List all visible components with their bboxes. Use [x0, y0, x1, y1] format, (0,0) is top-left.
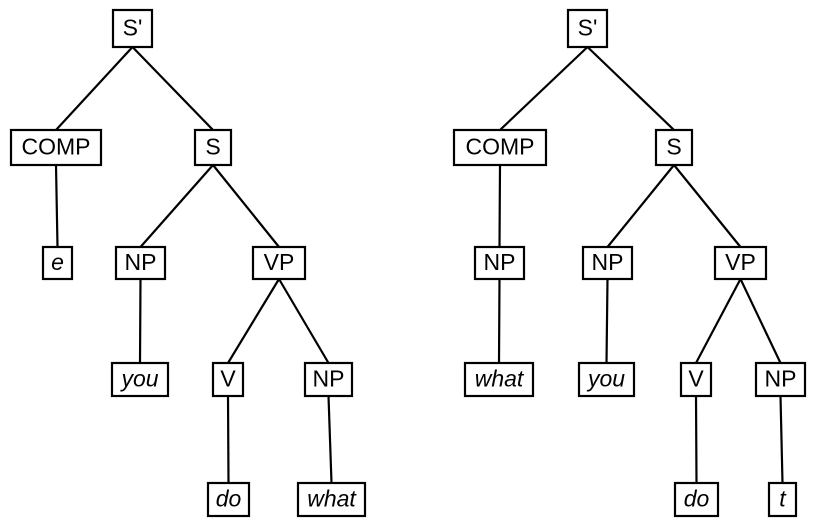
tree-edge-L-Sbar-to-L-S	[131, 46, 214, 131]
tree-edge-L-S-to-L-VP	[212, 164, 280, 248]
tree-node-L-COMP: COMP	[9, 128, 103, 167]
tree-node-L-VP: VP	[251, 245, 307, 281]
node-label-L-NP1: NP	[125, 249, 157, 275]
node-box-R-NP1	[581, 245, 634, 281]
tree-node-L-Sbar: S'	[111, 8, 154, 49]
node-label-L-Sbar: S'	[123, 15, 143, 41]
node-label-R-Sbar: S'	[578, 15, 598, 41]
tree-node-R-NP0: NP	[473, 245, 526, 281]
node-box-L-NP1	[114, 245, 167, 281]
node-box-L-e	[41, 245, 74, 281]
tree-edge-R-VP-to-R-V	[695, 278, 742, 364]
node-box-R-NP0	[473, 245, 526, 281]
node-label-R-t: t	[779, 486, 787, 512]
node-box-L-you	[110, 361, 170, 398]
node-label-L-COMP: COMP	[22, 134, 91, 160]
tree-node-R-NP1: NP	[581, 245, 634, 281]
node-label-R-NP1: NP	[592, 249, 624, 275]
tree-node-R-NP2: NP	[754, 361, 807, 398]
tree-node-L-e: e	[41, 245, 74, 281]
node-label-R-do: do	[684, 486, 710, 512]
node-label-L-do: do	[216, 486, 242, 512]
tree-node-R-what: what	[463, 361, 535, 398]
tree-node-R-you: you	[577, 361, 636, 398]
node-box-R-what	[463, 361, 535, 398]
node-box-L-what	[296, 481, 367, 518]
node-box-L-COMP	[9, 128, 103, 167]
node-label-R-V: V	[688, 366, 704, 392]
tree-edge-R-NP0-to-R-what	[497, 278, 501, 364]
tree-edge-L-S-to-L-NP1	[139, 164, 214, 248]
node-label-L-NP2: NP	[313, 366, 345, 392]
tree-node-R-Sbar: S'	[566, 8, 609, 49]
node-box-R-V	[679, 361, 713, 398]
node-label-R-COMP: COMP	[466, 134, 535, 160]
node-label-R-S: S	[666, 134, 681, 160]
tree-edge-R-Sbar-to-R-S	[586, 46, 675, 131]
node-label-L-V: V	[220, 366, 236, 392]
node-label-R-NP2: NP	[765, 366, 797, 392]
tree-node-R-do: do	[673, 481, 720, 518]
node-box-R-VP	[713, 245, 768, 281]
tree-node-L-what: what	[296, 481, 367, 518]
node-box-L-NP2	[303, 361, 354, 398]
node-label-L-e: e	[51, 249, 64, 275]
node-box-R-you	[577, 361, 636, 398]
tree-node-L-NP2: NP	[303, 361, 354, 398]
tree-edge-L-V-to-L-do	[226, 395, 230, 484]
node-label-R-NP0: NP	[484, 249, 516, 275]
edges-group	[54, 46, 784, 484]
tree-edge-R-Sbar-to-R-COMP	[499, 46, 589, 131]
tree-edge-L-VP-to-L-V	[227, 278, 280, 364]
node-box-R-S	[654, 128, 694, 167]
tree-edge-R-COMP-to-R-NP0	[498, 164, 502, 248]
tree-edge-R-V-to-R-do	[694, 395, 698, 484]
node-label-L-what: what	[307, 486, 357, 512]
node-box-R-COMP	[452, 128, 548, 167]
tree-edge-R-VP-to-R-NP2	[739, 278, 782, 364]
node-box-L-S	[193, 128, 233, 167]
tree-node-R-VP: VP	[713, 245, 768, 281]
tree-edge-L-Sbar-to-L-COMP	[55, 46, 134, 131]
tree-edge-L-VP-to-L-NP2	[278, 278, 330, 364]
node-box-R-NP2	[754, 361, 807, 398]
node-label-R-what: what	[475, 366, 525, 392]
tree-edge-L-COMP-to-L-e	[54, 164, 59, 248]
tree-node-R-t: t	[767, 481, 798, 518]
tree-node-L-NP1: NP	[114, 245, 167, 281]
tree-node-L-do: do	[206, 481, 251, 518]
tree-edge-R-NP2-to-R-t	[779, 395, 784, 484]
node-label-L-VP: VP	[264, 249, 295, 275]
tree-node-R-V: V	[679, 361, 713, 398]
node-box-L-do	[206, 481, 251, 518]
tree-node-L-you: you	[110, 361, 170, 398]
tree-edge-R-NP1-to-R-you	[605, 278, 609, 364]
node-label-L-S: S	[205, 134, 220, 160]
node-label-L-you: you	[119, 366, 158, 392]
tree-edge-R-S-to-R-VP	[673, 164, 742, 248]
tree-node-L-V: V	[211, 361, 245, 398]
node-box-R-do	[673, 481, 720, 518]
tree-edge-R-S-to-R-NP1	[606, 164, 675, 248]
tree-node-L-S: S	[193, 128, 233, 167]
tree-edge-L-NP1-to-L-you	[138, 278, 142, 364]
node-box-L-V	[211, 361, 245, 398]
tree-edge-L-NP2-to-L-what	[327, 395, 333, 484]
tree-node-R-S: S	[654, 128, 694, 167]
node-box-L-Sbar	[111, 8, 154, 49]
tree-node-R-COMP: COMP	[452, 128, 548, 167]
node-label-R-you: you	[586, 366, 625, 392]
node-box-L-VP	[251, 245, 307, 281]
node-label-R-VP: VP	[725, 249, 756, 275]
node-box-R-t	[767, 481, 798, 518]
node-box-R-Sbar	[566, 8, 609, 49]
